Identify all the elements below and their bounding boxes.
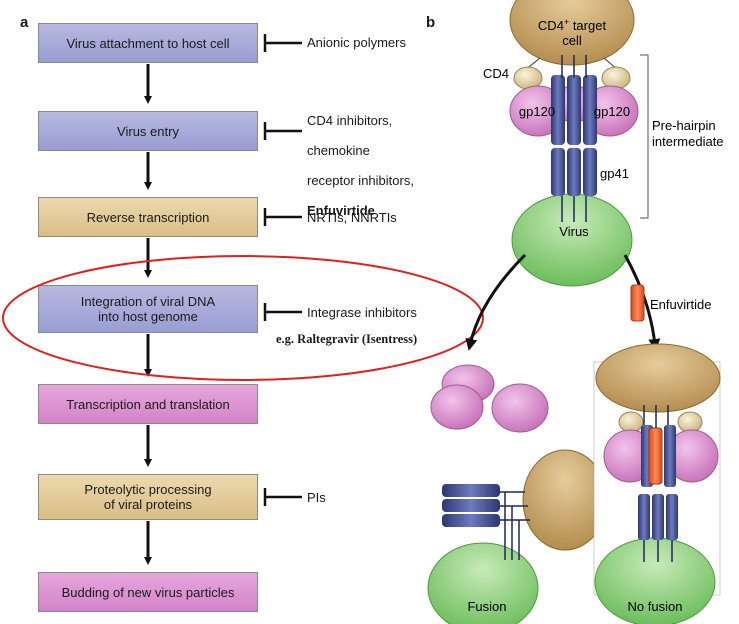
step-label: Proteolytic processing of viral proteins: [84, 482, 212, 512]
gp41-rod: [551, 148, 565, 196]
no-fusion-rod: [666, 494, 678, 540]
step-proteolytic-processing: Proteolytic processing of viral proteins: [38, 474, 258, 520]
inhibitor-nrtis: NRTIs, NNRTIs: [307, 210, 397, 225]
gp41-rod: [567, 75, 581, 145]
target-cell: [509, 0, 635, 66]
intermediate-bracket: [640, 54, 649, 219]
gp41-rod: [551, 75, 565, 145]
fusion-label: Fusion: [467, 599, 506, 614]
inhibitor-entry-group: CD4 inhibitors, chemokine receptor inhib…: [307, 98, 414, 218]
step-label: Transcription and translation: [66, 396, 230, 412]
step-transcription-translation: Transcription and translation: [38, 384, 258, 424]
gp41-label: gp41: [600, 166, 629, 181]
shed-gp120: [430, 384, 484, 430]
cd4-receptor: [601, 66, 631, 90]
inhibitor-cd4: CD4 inhibitors,: [307, 113, 393, 128]
step-reverse-transcription: Reverse transcription: [38, 197, 258, 237]
no-fusion-cell: [595, 343, 721, 413]
hairpin-rod: [442, 514, 500, 527]
intermediate-label-1: Pre-hairpin: [652, 118, 716, 133]
inhibitor-receptor: receptor inhibitors,: [307, 173, 414, 188]
cell-label: CD4+ target: [538, 17, 607, 33]
panel-a-label: a: [20, 14, 29, 31]
fusion-arrow: [465, 253, 527, 351]
panel-b-label: b: [426, 14, 436, 31]
step-label: Virus attachment to host cell: [66, 35, 230, 51]
step-virus-attachment: Virus attachment to host cell: [38, 23, 258, 63]
step-label: Reverse transcription: [86, 209, 210, 225]
enfuvirtide-peptide: [630, 284, 645, 322]
no-fusion-label: No fusion: [628, 599, 683, 614]
inhibitor-pis: PIs: [307, 490, 326, 505]
cell-label-line2: cell: [562, 33, 582, 48]
step-budding: Budding of new virus particles: [38, 572, 258, 612]
no-fusion-rod: [652, 494, 664, 540]
intermediate-label-2: intermediate: [652, 134, 724, 149]
hairpin-rod: [442, 484, 500, 497]
fusion-virus: [427, 542, 539, 624]
gp41-rod: [583, 75, 597, 145]
step-label: Virus entry: [117, 123, 179, 139]
cd4-label: CD4: [483, 66, 509, 81]
step-label: Budding of new virus particles: [61, 584, 235, 600]
gp41-rod: [583, 148, 597, 196]
gp120-label-right: gp120: [594, 104, 630, 119]
gp120-label-left: gp120: [519, 104, 555, 119]
gp41-rod: [567, 148, 581, 196]
inhibitor-anionic-polymers: Anionic polymers: [307, 35, 406, 50]
hairpin-rod: [442, 499, 500, 512]
no-fusion-arrow: [623, 254, 661, 351]
inhibitor-enfuvirtide: Enfuvirtide: [307, 203, 375, 218]
virus-label: Virus: [559, 224, 589, 239]
no-fusion-rod: [664, 425, 676, 487]
no-fusion-rod: [638, 494, 650, 540]
step-virus-entry: Virus entry: [38, 111, 258, 151]
shed-gp120: [491, 383, 549, 433]
drug-label: Enfuvirtide: [650, 297, 711, 312]
virus-particle: [511, 193, 633, 287]
inhibitor-chemokine: chemokine: [307, 143, 370, 158]
enfuvirtide-bound: [648, 427, 663, 485]
